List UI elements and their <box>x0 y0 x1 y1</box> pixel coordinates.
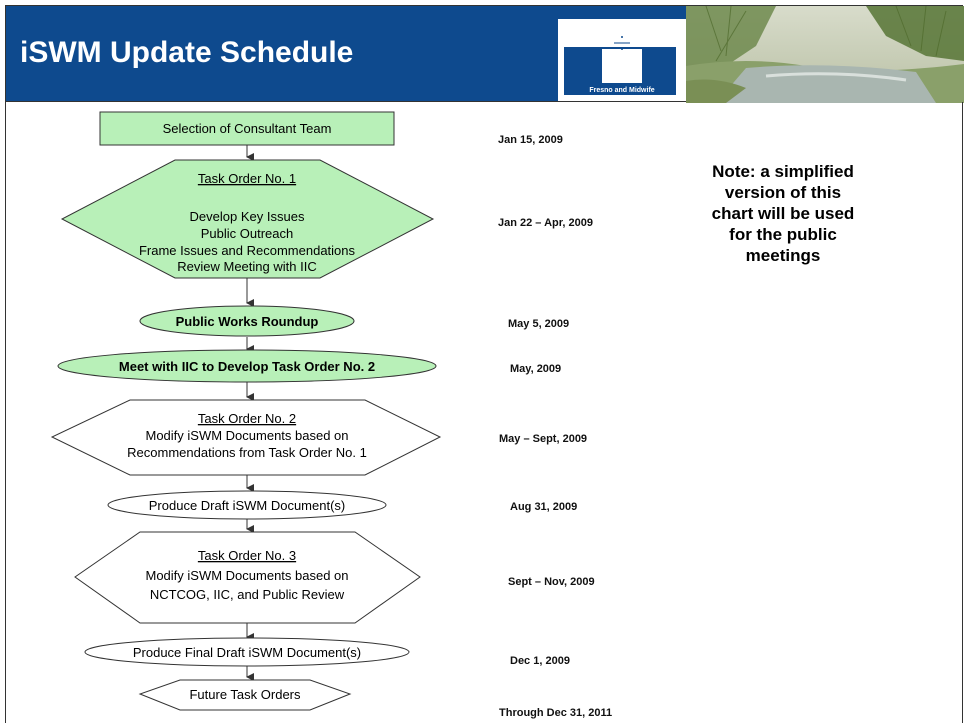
note-text: Note: a simplified version of this chart… <box>711 162 855 265</box>
date-label: Jan 22 – Apr, 2009 <box>498 217 593 229</box>
future-task-orders-label: Future Task Orders <box>189 687 301 702</box>
task-order-1-hexagon <box>60 159 435 279</box>
river-photo <box>686 6 964 103</box>
date-label: May – Sept, 2009 <box>499 433 587 445</box>
task-order-1-title: Task Order No. 1 <box>198 171 296 186</box>
logo: Fresno and Midwife <box>558 19 686 101</box>
final-draft-label: Produce Final Draft iSWM Document(s) <box>133 645 361 660</box>
roundup-ellipse <box>139 305 355 337</box>
selection-label: Selection of Consultant Team <box>163 121 332 136</box>
roundup-label: Public Works Roundup <box>176 314 319 329</box>
date-label: Aug 31, 2009 <box>510 501 577 513</box>
content-frame <box>5 102 963 723</box>
meet-iic-label: Meet with IIC to Develop Task Order No. … <box>119 359 375 374</box>
task-order-2-hexagon <box>50 399 442 476</box>
task-order-3-line: NCTCOG, IIC, and Public Review <box>150 587 345 602</box>
date-label: May 5, 2009 <box>508 318 569 330</box>
task-order-3-hexagon <box>74 531 421 624</box>
task-order-3-title: Task Order No. 3 <box>198 548 296 563</box>
task-order-1-line: Frame Issues and Recommendations <box>139 243 356 258</box>
task-order-1-line: Public Outreach <box>201 226 294 241</box>
task-order-2-line: Modify iSWM Documents based on <box>145 428 348 443</box>
draft-ellipse <box>107 490 387 520</box>
task-order-1-line: Develop Key Issues <box>190 209 305 224</box>
date-label: Through Dec 31, 2011 <box>499 707 612 719</box>
page-title: iSWM Update Schedule <box>20 36 354 69</box>
task-order-2-line: Recommendations from Task Order No. 1 <box>127 445 367 460</box>
selection-box <box>99 111 395 146</box>
task-order-2-title: Task Order No. 2 <box>198 411 296 426</box>
draft-label: Produce Draft iSWM Document(s) <box>149 498 346 513</box>
logo-text: Fresno and Midwife <box>589 87 654 94</box>
date-label: Jan 15, 2009 <box>498 134 563 146</box>
task-order-1-line: Review Meeting with IIC <box>177 259 316 274</box>
meet-iic-ellipse <box>57 349 437 383</box>
final-draft-ellipse <box>84 637 410 667</box>
date-label: May, 2009 <box>510 363 561 375</box>
date-label: Dec 1, 2009 <box>510 655 570 667</box>
date-label: Sept – Nov, 2009 <box>508 576 595 588</box>
task-order-3-line: Modify iSWM Documents based on <box>145 568 348 583</box>
future-task-orders-hexagon <box>138 679 352 711</box>
header-bar: iSWM Update Schedule Fresno and Midwife <box>5 5 964 103</box>
